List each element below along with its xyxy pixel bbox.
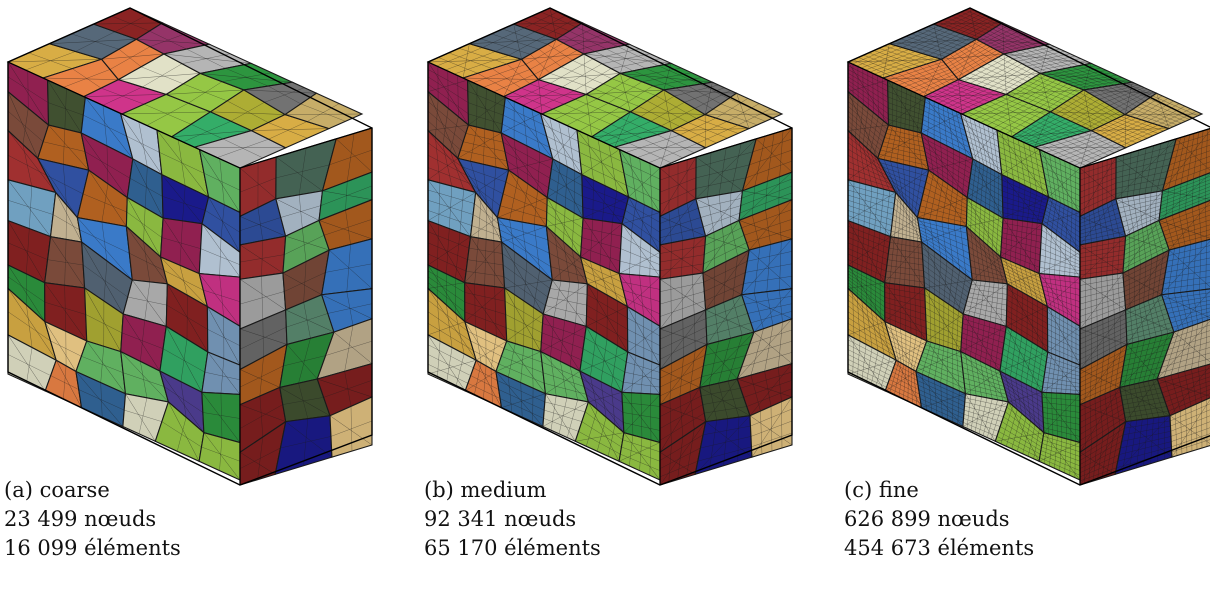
mesh-render-medium (426, 7, 793, 486)
grain-cell (1156, 363, 1210, 417)
caption-label: (a) coarse (4, 478, 110, 502)
element-count: 454 673 éléments (844, 536, 1035, 560)
element-count: 65 170 éléments (424, 536, 601, 560)
grain-cell (1169, 397, 1210, 458)
panel-b: (b) medium 92 341 nœuds 65 170 éléments (420, 0, 800, 591)
panel-c: (c) fine 626 899 nœuds 454 673 éléments (840, 0, 1210, 591)
mesh-render-fine (846, 7, 1210, 486)
panel-a: (a) coarse 23 499 nœuds 16 099 éléments (0, 0, 380, 591)
caption-a: (a) coarse 23 499 nœuds 16 099 éléments (4, 476, 181, 563)
side-face (659, 127, 793, 486)
front-face (847, 61, 1081, 481)
side-face (239, 127, 373, 486)
box-outline (427, 7, 793, 486)
front-face (7, 61, 241, 481)
side-face (1079, 128, 1210, 486)
node-count: 23 499 nœuds (4, 507, 157, 531)
grain-cell (1158, 199, 1210, 251)
grain-cell (1156, 318, 1210, 380)
node-count: 626 899 nœuds (844, 507, 1010, 531)
grain-cell (1160, 288, 1210, 333)
front-face (427, 61, 661, 481)
box-outline (7, 7, 373, 486)
caption-b: (b) medium 92 341 nœuds 65 170 éléments (424, 476, 601, 563)
caption-label: (b) medium (424, 478, 547, 502)
top-face (6, 7, 364, 169)
caption-c: (c) fine 626 899 nœuds 454 673 éléments (844, 476, 1034, 563)
element-count: 16 099 éléments (4, 536, 181, 560)
node-count: 92 341 nœuds (424, 507, 577, 531)
caption-label: (c) fine (844, 478, 919, 502)
mesh-render-coarse (6, 7, 373, 486)
box-outline (847, 7, 1210, 486)
